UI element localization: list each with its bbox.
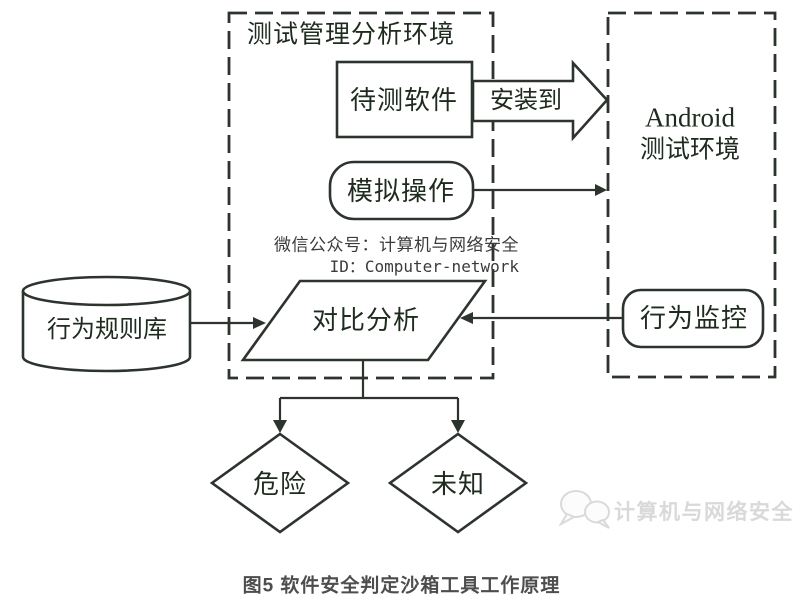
unknown-label: 未知 — [430, 469, 486, 499]
android-env-label-line1: Android — [645, 102, 735, 133]
wechat-logo-small-tail — [595, 518, 610, 529]
software-under-test-label: 待测软件 — [349, 85, 459, 115]
wechat-id-text: ID：Computer-network — [329, 257, 519, 276]
wechat-logo-small-bubble — [584, 500, 610, 524]
test-env-dashed-box — [227, 11, 495, 380]
watermark-text: 计算机与网络安全 — [614, 501, 794, 524]
compare-analysis-label: 对比分析 — [311, 305, 421, 335]
compare-analysis-parallelogram — [240, 279, 488, 362]
software-under-test-box — [335, 60, 474, 139]
unknown-arrowhead-icon — [451, 420, 465, 433]
danger-diamond — [209, 432, 351, 534]
danger-label: 危险 — [252, 469, 308, 499]
unknown-diamond — [387, 432, 529, 534]
install-to-label: 安装到 — [490, 87, 562, 114]
android-env-dashed-box — [606, 11, 777, 379]
simulate-arrowhead-icon — [595, 184, 607, 196]
monitor-arrowhead-icon — [460, 312, 473, 324]
wechat-account-text: 微信公众号：计算机与网络安全 — [274, 235, 519, 255]
danger-arrowhead-icon — [273, 420, 287, 433]
rules-db-cylinder-top — [21, 275, 192, 307]
behavior-monitor-label: 行为监控 — [639, 303, 749, 333]
simulate-ops-label: 模拟操作 — [346, 176, 456, 206]
rules-db-cylinder-body — [21, 291, 192, 373]
android-env-label-line2: 测试环境 — [639, 135, 741, 164]
wechat-logo-big-tail — [558, 512, 577, 527]
figure-caption: 图5 软件安全判定沙箱工具工作原理 — [242, 575, 561, 597]
install-to-block-arrow — [471, 59, 609, 142]
rules-arrowhead-icon — [253, 317, 266, 329]
test-env-title: 测试管理分析环境 — [246, 20, 456, 49]
wechat-logo-icon — [558, 490, 610, 529]
behavior-rules-db-label: 行为规则库 — [47, 316, 167, 343]
